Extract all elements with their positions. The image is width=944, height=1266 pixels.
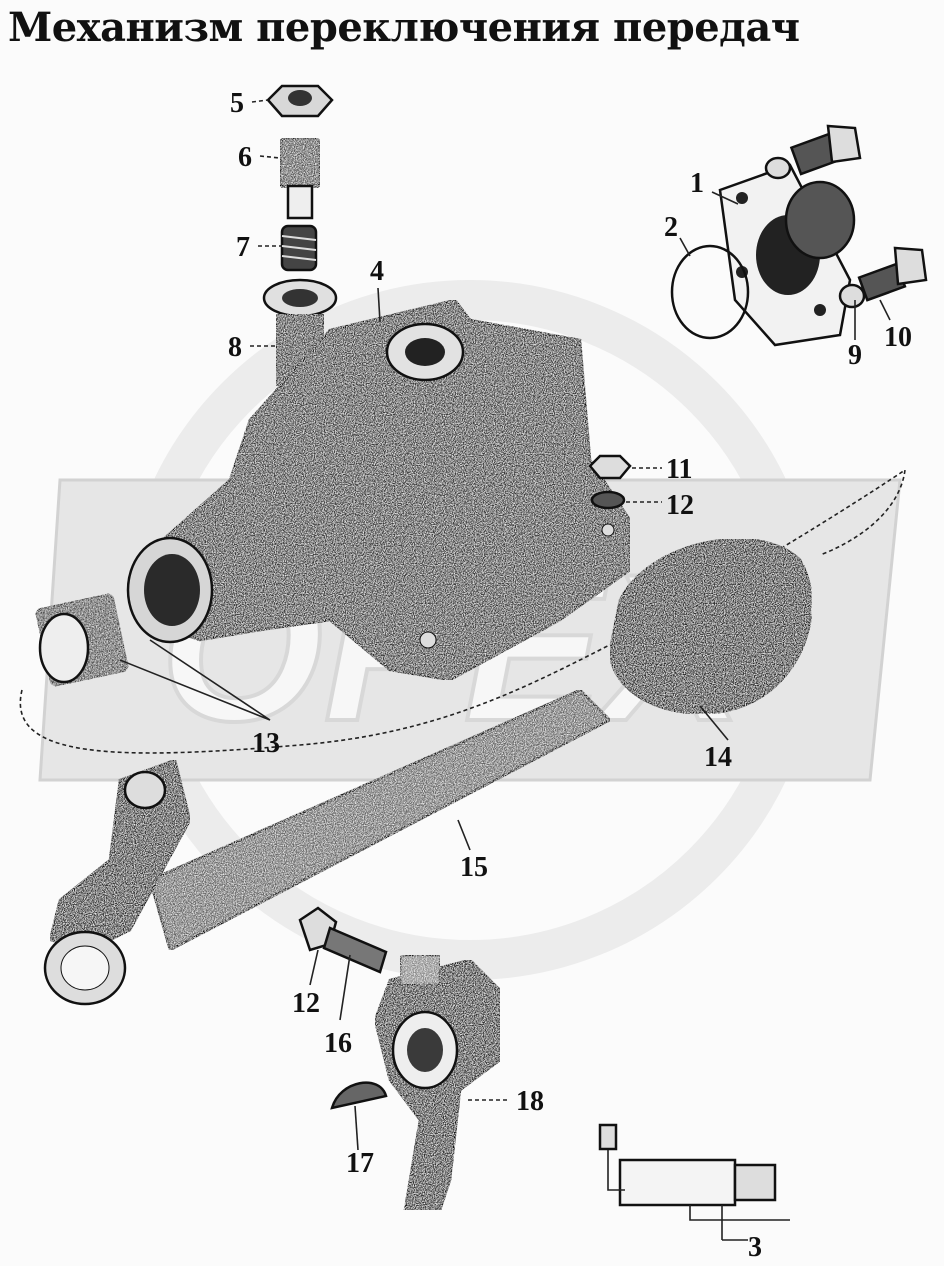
callout-1: 1	[690, 168, 704, 199]
flange-part-1	[718, 163, 856, 347]
callout-11: 11	[666, 454, 692, 485]
screw-part-6	[278, 136, 322, 220]
callout-15: 15	[460, 852, 488, 883]
gasket-part-2	[670, 244, 750, 340]
bolt-part-16	[298, 906, 388, 974]
callout-7: 7	[236, 232, 250, 263]
callout-14: 14	[704, 742, 732, 773]
callout-8: 8	[228, 332, 242, 363]
callout-16: 16	[324, 1028, 352, 1059]
housing-part-4	[126, 298, 632, 682]
callout-4: 4	[370, 256, 384, 287]
bolt-part-10	[857, 246, 928, 302]
nut-part-5	[266, 84, 334, 118]
spring-part-7	[280, 224, 318, 272]
leader-lines	[119, 99, 891, 1241]
fork-part-18	[373, 953, 502, 1212]
key-part-17	[330, 1081, 388, 1110]
callout-2: 2	[664, 212, 678, 243]
assembly-path-line	[19, 468, 907, 754]
washer-part-12	[590, 490, 626, 510]
callout-17: 17	[346, 1148, 374, 1179]
callout-3: 3	[748, 1232, 762, 1263]
callout-10: 10	[884, 322, 912, 353]
callout-6: 6	[238, 142, 252, 173]
nut-part-11	[588, 454, 632, 480]
callout-9: 9	[848, 340, 862, 371]
shift-rod-part-15	[43, 688, 613, 1006]
callout-18: 18	[516, 1086, 544, 1117]
bolt-part-10-upper	[764, 124, 862, 180]
switch-part-3	[598, 1123, 790, 1240]
callout-12-upper: 12	[666, 490, 694, 521]
callout-5: 5	[230, 88, 244, 119]
washer-part-9	[838, 283, 866, 309]
bushing-part-13	[35, 593, 129, 687]
callout-13: 13	[252, 728, 280, 759]
page-title: Механизм переключения передач	[8, 4, 800, 51]
boot-part-14	[608, 538, 813, 715]
callout-12-lower: 12	[292, 988, 320, 1019]
